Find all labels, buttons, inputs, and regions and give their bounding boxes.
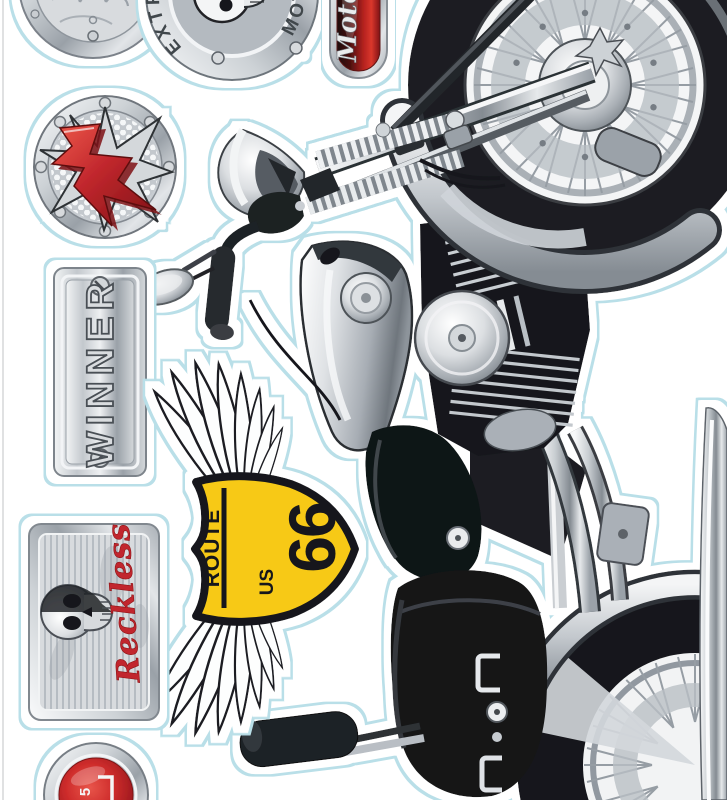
bag-buckle (479, 755, 502, 793)
screw-icon (289, 41, 303, 55)
bag-buckle (475, 653, 500, 693)
handlebar (135, 191, 305, 341)
route-label: ROUTE (201, 509, 224, 588)
brake-lever (181, 249, 217, 273)
shift-number: 5 (77, 788, 94, 796)
engraving (52, 0, 130, 25)
winner-label: WINNER (80, 277, 122, 467)
grip (204, 246, 236, 332)
axle-bracket (594, 127, 662, 177)
fuel-tank (299, 240, 414, 452)
foot-peg (239, 711, 425, 768)
badge-winner: WINNER (53, 267, 147, 477)
exhaust-tip (699, 407, 727, 800)
cables (248, 158, 506, 421)
badge-extreme-motor: EXTREME MOTOR (143, 0, 319, 81)
route-number: 66 (275, 503, 349, 573)
motor-script-label: Motor (333, 0, 363, 63)
screw-icon (87, 30, 99, 42)
lightning-bolt-icon (50, 123, 157, 227)
us-label: US (257, 569, 278, 595)
motorcycle-decal (135, 0, 727, 800)
smoke (49, 546, 149, 680)
badge-shift-button: 5 (43, 742, 149, 800)
gas-cap (340, 272, 392, 324)
skull-icon (192, 0, 268, 24)
badge-route66: ROUTE US 66 (147, 356, 359, 740)
chrome-skull-icon (40, 584, 114, 640)
badge-reckless: Reckless (28, 521, 160, 721)
shift-gate-line (98, 775, 114, 800)
badge-engraved (19, 0, 167, 59)
rear-wheel (517, 587, 727, 800)
air-cleaner (413, 289, 511, 387)
route-shield (191, 472, 359, 626)
badge-motor-oval: Motor (329, 0, 388, 79)
screw-icon (211, 51, 225, 65)
badge-lightning (33, 95, 177, 239)
saddlebag (390, 570, 548, 798)
fork-cap (574, 26, 625, 78)
